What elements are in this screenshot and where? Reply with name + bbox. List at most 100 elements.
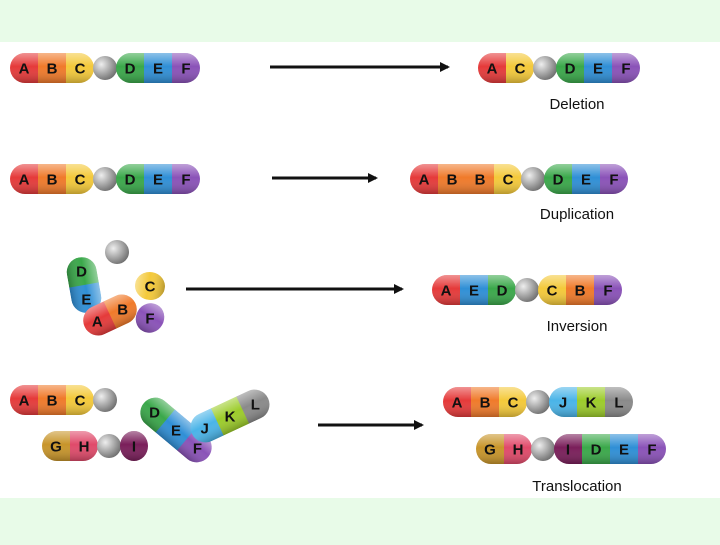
gene-b-label: B xyxy=(117,302,128,319)
centromere xyxy=(93,167,117,191)
centromere xyxy=(515,278,539,302)
gene-d-label: D xyxy=(497,283,508,300)
gene-k-label: K xyxy=(586,395,597,412)
gene-f-label: F xyxy=(609,172,618,189)
gene-l-label: L xyxy=(251,397,260,414)
centromere xyxy=(521,167,545,191)
gene-h-label: H xyxy=(79,439,90,456)
inversion-caption: Inversion xyxy=(547,318,608,335)
gene-c-label: C xyxy=(508,395,519,412)
gene-f-label: F xyxy=(647,442,656,459)
translocation-bottom-before-arm: I xyxy=(120,431,148,461)
gene-f-label: F xyxy=(193,440,202,457)
gene-c-label: C xyxy=(503,172,514,189)
white-panel xyxy=(0,42,720,498)
gene-h-label: H xyxy=(513,442,524,459)
gene-d-label: D xyxy=(125,172,136,189)
gene-g-label: G xyxy=(50,439,62,456)
centromere xyxy=(531,437,555,461)
gene-d-label: D xyxy=(553,172,564,189)
gene-f-label: F xyxy=(621,61,630,78)
gene-e-label: E xyxy=(153,61,163,78)
centromere xyxy=(105,240,129,264)
gene-b-label: B xyxy=(47,61,58,78)
gene-a-label: A xyxy=(92,313,103,330)
gene-e-label: E xyxy=(619,442,629,459)
gene-j-label: J xyxy=(559,395,567,412)
gene-a-label: A xyxy=(19,172,30,189)
gene-f-label: F xyxy=(181,172,190,189)
gene-c-label: C xyxy=(75,172,86,189)
gene-a-label: A xyxy=(19,61,30,78)
gene-f-label: F xyxy=(603,283,612,300)
gene-f-label: F xyxy=(181,61,190,78)
gene-i-label: I xyxy=(566,442,570,459)
gene-e-label: E xyxy=(593,61,603,78)
gene-e-label: E xyxy=(581,172,591,189)
gene-a-label: A xyxy=(441,283,452,300)
centromere xyxy=(93,56,117,80)
gene-j-label: J xyxy=(200,420,208,437)
gene-d-label: D xyxy=(591,442,602,459)
inversion-lower-strand: AB xyxy=(78,289,142,341)
gene-a-label: A xyxy=(487,61,498,78)
gene-e-label: E xyxy=(171,423,181,440)
translocation-caption: Translocation xyxy=(532,478,622,495)
gene-d-label: D xyxy=(149,405,160,422)
gene-a-label: A xyxy=(419,172,430,189)
gene-e-label: E xyxy=(81,291,91,308)
gene-e-label: E xyxy=(469,283,479,300)
gene-c-label: C xyxy=(145,279,156,296)
gene-k-label: K xyxy=(225,409,236,426)
translocation-cross-jkl: JKL xyxy=(185,384,275,448)
gene-b-label: B xyxy=(475,172,486,189)
gene-c-label: C xyxy=(75,393,86,410)
gene-d-label: D xyxy=(565,61,576,78)
inversion-right-strand: C xyxy=(132,269,168,303)
gene-b-label: B xyxy=(47,393,58,410)
gene-g-label: G xyxy=(484,442,496,459)
gene-c-label: C xyxy=(515,61,526,78)
gene-c-label: C xyxy=(75,61,86,78)
gene-b-label: B xyxy=(47,172,58,189)
gene-l-label: L xyxy=(614,395,623,412)
deletion-caption: Deletion xyxy=(549,96,604,113)
gene-b-label: B xyxy=(480,395,491,412)
gene-c-label: C xyxy=(547,283,558,300)
gene-a-label: A xyxy=(452,395,463,412)
gene-b-label: B xyxy=(575,283,586,300)
centromere xyxy=(97,434,121,458)
gene-b-label: B xyxy=(447,172,458,189)
gene-f-label: F xyxy=(145,311,154,328)
gene-e-label: E xyxy=(153,172,163,189)
gene-i-label: I xyxy=(132,439,136,456)
centromere xyxy=(526,390,550,414)
